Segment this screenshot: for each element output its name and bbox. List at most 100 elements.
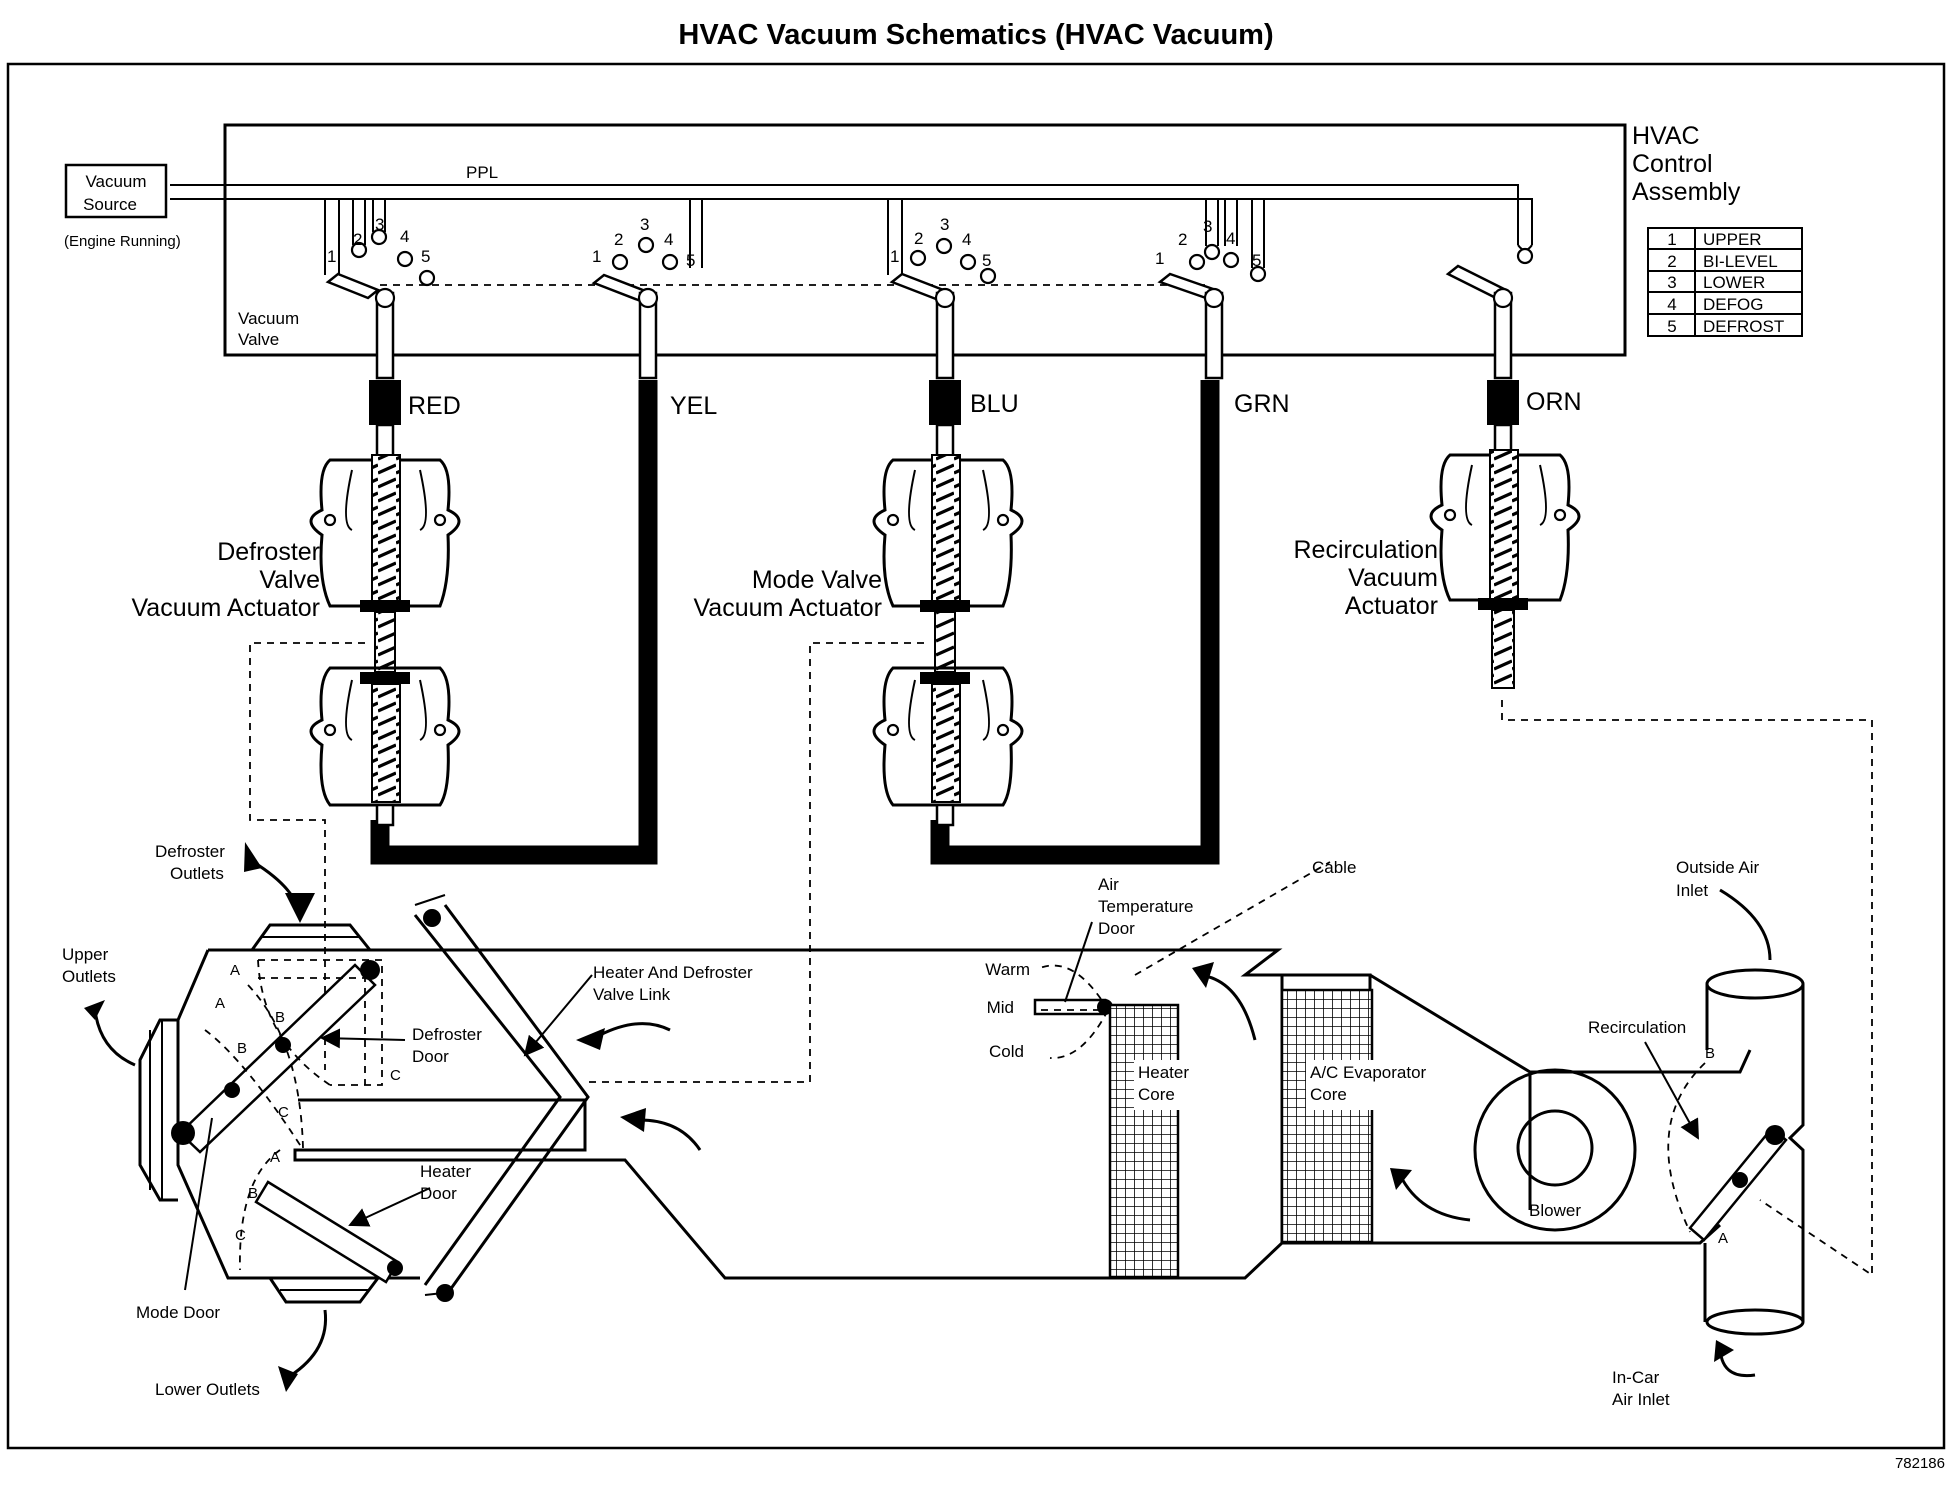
engine-running-note: (Engine Running) <box>64 233 181 250</box>
svg-text:A: A <box>215 995 225 1012</box>
evaporator-core-label: A/C Evaporator <box>1310 1063 1427 1082</box>
svg-text:Vacuum: Vacuum <box>85 172 146 191</box>
hose-connector-orn <box>1487 380 1519 425</box>
svg-text:2: 2 <box>614 230 623 249</box>
cable-label: Cable <box>1312 858 1356 877</box>
in-car-air-inlet-label: In-Car <box>1612 1368 1660 1387</box>
ports-valve-1: 1 2 3 4 5 <box>327 215 436 287</box>
svg-text:Control: Control <box>1632 150 1713 178</box>
svg-text:DEFROST: DEFROST <box>1703 317 1784 336</box>
recirculation-actuator-label: Recirculation <box>1293 536 1438 564</box>
svg-text:UPPER: UPPER <box>1703 230 1762 249</box>
heater-defroster-valve-link <box>413 894 590 1302</box>
defroster-door-label: Defroster <box>412 1025 482 1044</box>
figure-number: 782186 <box>1895 1455 1945 1472</box>
svg-text:3: 3 <box>1667 273 1676 292</box>
recirculation-actuator: Recirculation Vacuum Actuator <box>1293 449 1581 689</box>
svg-text:A: A <box>270 1149 280 1166</box>
cold-label: Cold <box>989 1042 1024 1061</box>
svg-text:B: B <box>248 1185 258 1202</box>
evaporator-core <box>1280 988 1374 1244</box>
heater-core-label: Heater <box>1138 1063 1189 1082</box>
air-temp-door-label: Air <box>1098 875 1119 894</box>
hose-label-blu: BLU <box>970 390 1019 418</box>
outside-air-inlet-label: Outside Air <box>1676 858 1759 877</box>
defroster-valve-actuator: Defroster Valve Vacuum Actuator <box>131 454 461 827</box>
mode-actuator-label: Mode Valve <box>752 566 882 594</box>
valve-output-tubes <box>374 287 1514 380</box>
position-legend: 1 UPPER 2 BI-LEVEL 3 LOWER 4 DEFOG 5 DEF… <box>1647 227 1803 337</box>
hose-label-grn: GRN <box>1234 390 1290 418</box>
svg-text:5: 5 <box>686 251 695 270</box>
hose-label-orn: ORN <box>1526 388 1582 416</box>
svg-text:2: 2 <box>1178 230 1187 249</box>
svg-text:Actuator: Actuator <box>1345 592 1438 620</box>
svg-text:C: C <box>390 1067 401 1084</box>
vacuum-hoses: RED YEL BLU GRN ORN <box>369 380 1582 865</box>
heater-core <box>1108 1003 1180 1279</box>
svg-text:Door: Door <box>412 1047 449 1066</box>
svg-text:Door: Door <box>420 1184 457 1203</box>
lower-outlets-label: Lower Outlets <box>155 1380 260 1399</box>
svg-text:5: 5 <box>1667 317 1676 336</box>
svg-text:Vacuum: Vacuum <box>1348 564 1438 592</box>
svg-text:1: 1 <box>327 247 336 266</box>
door-letters: A A B B C C A B C B A <box>215 962 1728 1247</box>
svg-text:Temperature: Temperature <box>1098 897 1193 916</box>
ports-valve-3: 1 2 3 4 5 <box>890 215 997 285</box>
svg-text:Air Inlet: Air Inlet <box>1612 1390 1670 1409</box>
svg-text:3: 3 <box>640 215 649 234</box>
air-temperature-door <box>1033 861 1331 1059</box>
valve-link-label: Heater And Defroster <box>593 963 753 982</box>
vacuum-source: Vacuum Source (Engine Running) <box>64 163 181 250</box>
blower-label: Blower <box>1529 1201 1581 1220</box>
svg-text:B: B <box>275 1009 285 1026</box>
svg-text:A: A <box>230 962 240 979</box>
mode-valve-actuator: Mode Valve Vacuum Actuator <box>693 454 1024 827</box>
upper-outlets-label: Upper <box>62 945 109 964</box>
svg-text:Outlets: Outlets <box>170 864 224 883</box>
svg-text:Vacuum Actuator: Vacuum Actuator <box>131 594 320 622</box>
hose-label-yel: YEL <box>670 392 717 420</box>
svg-text:Inlet: Inlet <box>1676 881 1708 900</box>
svg-text:2: 2 <box>353 230 362 249</box>
svg-text:C: C <box>278 1104 289 1121</box>
control-assembly-label: HVAC <box>1632 122 1700 150</box>
airflow-arrows <box>84 842 1772 1392</box>
svg-text:Valve: Valve <box>259 566 320 594</box>
defroster-actuator-label: Defroster <box>217 538 320 566</box>
svg-text:1: 1 <box>592 247 601 266</box>
ppl-label: PPL <box>466 163 498 182</box>
mode-door-label: Mode Door <box>136 1303 220 1322</box>
ppl-supply-line <box>170 184 1533 245</box>
hose-connector-red <box>369 380 401 425</box>
svg-text:Valve Link: Valve Link <box>593 985 671 1004</box>
svg-text:A: A <box>1718 1230 1728 1247</box>
svg-text:DEFOG: DEFOG <box>1703 295 1763 314</box>
hose-label-red: RED <box>408 392 461 420</box>
svg-text:B: B <box>1705 1045 1715 1062</box>
svg-text:C: C <box>235 1227 246 1244</box>
warm-label: Warm <box>985 960 1030 979</box>
svg-text:LOWER: LOWER <box>1703 273 1765 292</box>
svg-text:Vacuum Actuator: Vacuum Actuator <box>693 594 882 622</box>
ports-valve-2: 1 2 3 4 5 <box>592 215 695 271</box>
svg-text:3: 3 <box>940 215 949 234</box>
svg-text:Source: Source <box>83 195 137 214</box>
heater-door <box>239 1149 403 1284</box>
svg-text:BI-LEVEL: BI-LEVEL <box>1703 252 1778 271</box>
svg-text:4: 4 <box>400 227 409 246</box>
vacuum-valve-label: Vacuum <box>238 309 299 328</box>
svg-text:1: 1 <box>1155 249 1164 268</box>
svg-text:5: 5 <box>1252 251 1261 270</box>
svg-text:4: 4 <box>1667 295 1676 314</box>
defroster-outlets-label: Defroster <box>155 842 225 861</box>
svg-text:Core: Core <box>1310 1085 1347 1104</box>
svg-text:1: 1 <box>1667 230 1676 249</box>
diagram-title: HVAC Vacuum Schematics (HVAC Vacuum) <box>678 19 1273 51</box>
hose-connector-blu <box>929 380 961 425</box>
selector-levers <box>325 264 1509 302</box>
hvac-control-assembly: HVAC Control Assembly Vacuum Valve PPL 1… <box>170 122 1741 380</box>
hose-yel <box>370 380 658 865</box>
